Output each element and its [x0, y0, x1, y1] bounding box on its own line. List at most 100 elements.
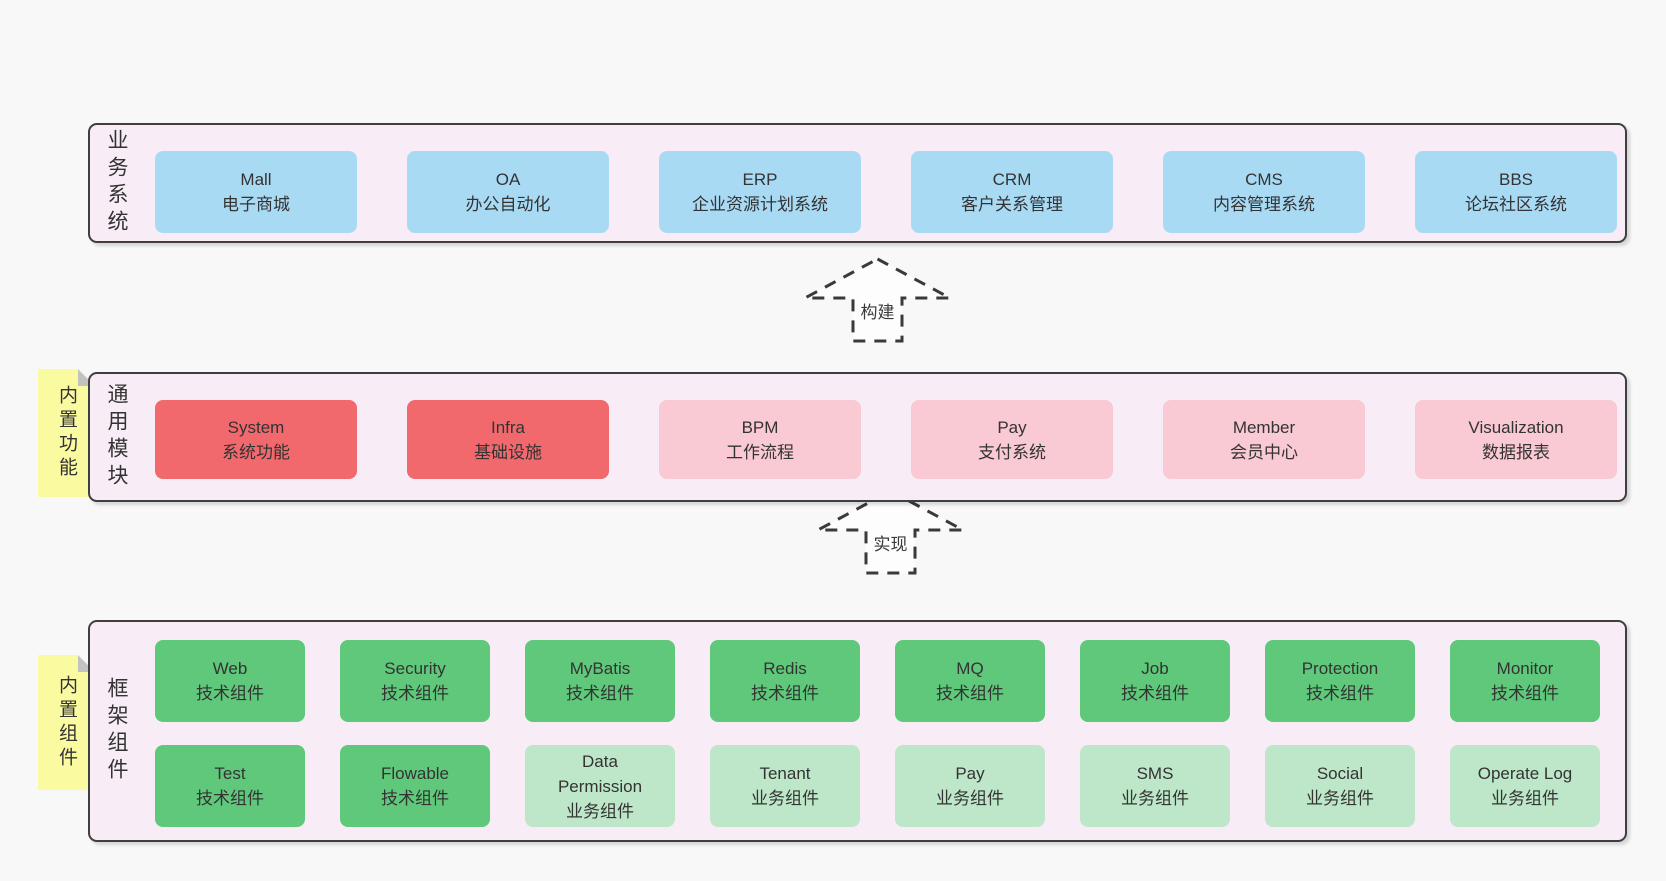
box-title: CMS	[1245, 170, 1283, 189]
panel-title-common-modules: 通用模块	[105, 383, 128, 491]
box-cms: CMS 内容管理系统	[1163, 151, 1365, 233]
box-title: CRM	[992, 170, 1032, 189]
box-subtitle: 支付系统	[978, 442, 1046, 462]
box-subtitle: 技术组件	[1491, 684, 1559, 703]
box-subtitle: 企业资源计划系统	[692, 195, 828, 214]
box-member: Member 会员中心	[1163, 400, 1365, 479]
box-subtitle: 会员中心	[1230, 442, 1298, 462]
box-title: System	[227, 417, 285, 437]
panel-framework-components: 框架组件 Web 技术组件 Security 技术组件 MyBatis 技术组件…	[88, 620, 1627, 842]
box-title: MQ	[956, 659, 984, 678]
box-bbs: BBS 论坛社区系统	[1415, 151, 1617, 233]
box-oa: OA 办公自动化	[407, 151, 609, 233]
box-title: Infra	[490, 417, 526, 437]
box-subtitle: 技术组件	[196, 789, 264, 808]
box-subtitle: 技术组件	[936, 684, 1004, 703]
box-flowable: Flowable 技术组件	[340, 745, 490, 827]
build-arrow-label: 构建	[858, 298, 897, 323]
box-title: Web	[212, 659, 248, 678]
box-title: Redis	[763, 659, 807, 678]
sticky-note-builtin-features: 内置功能	[38, 369, 95, 497]
box-erp: ERP 企业资源计划系统	[659, 151, 861, 233]
box-subtitle: 论坛社区系统	[1465, 195, 1567, 214]
box-subtitle: 技术组件	[381, 684, 449, 703]
box-title: Protection	[1301, 659, 1379, 678]
box-subtitle: 电子商城	[222, 195, 290, 214]
box-title: Security	[384, 659, 446, 678]
box-test: Test 技术组件	[155, 745, 305, 827]
sticky-builtin-features-label: 内置功能	[56, 385, 77, 481]
box-subtitle: 内容管理系统	[1213, 195, 1315, 214]
box-pay: Pay 支付系统	[911, 400, 1113, 479]
panel-common-modules: 通用模块 System 系统功能 Infra 基础设施 BPM 工作流程 Pay…	[88, 372, 1627, 502]
box-pay: Pay 业务组件	[895, 745, 1045, 827]
implement-arrow: 实现	[813, 488, 968, 576]
sticky-note-builtin-components: 内置组件	[38, 655, 95, 790]
framework-components-row-1: Web 技术组件 Security 技术组件 MyBatis 技术组件 Redi…	[155, 640, 1600, 722]
box-crm: CRM 客户关系管理	[911, 151, 1113, 233]
box-data-permission: Data Permission 业务组件	[525, 745, 675, 827]
panel-title-business-systems: 业务系统	[105, 129, 128, 237]
box-operate-log: Operate Log 业务组件	[1450, 745, 1600, 827]
box-title: Pay	[955, 764, 985, 783]
box-title: Test	[214, 764, 246, 783]
box-subtitle: 工作流程	[726, 442, 794, 462]
box-protection: Protection 技术组件	[1265, 640, 1415, 722]
box-tenant: Tenant 业务组件	[710, 745, 860, 827]
box-subtitle: 技术组件	[1121, 684, 1189, 703]
box-mq: MQ 技术组件	[895, 640, 1045, 722]
box-title: BPM	[741, 417, 779, 437]
box-subtitle: 业务组件	[566, 801, 634, 821]
box-subtitle: 业务组件	[1306, 789, 1374, 808]
box-title: Member	[1232, 417, 1296, 437]
box-job: Job 技术组件	[1080, 640, 1230, 722]
sticky-builtin-components-label: 内置组件	[56, 674, 77, 771]
box-subtitle: 技术组件	[1306, 684, 1374, 703]
box-subtitle: 业务组件	[936, 789, 1004, 808]
box-system: System 系统功能	[155, 400, 357, 479]
box-subtitle: 业务组件	[1121, 789, 1189, 808]
build-arrow: 构建	[800, 256, 955, 344]
box-title: Monitor	[1496, 659, 1554, 678]
box-title: SMS	[1136, 764, 1174, 783]
box-subtitle: 技术组件	[381, 789, 449, 808]
box-title: Visualization	[1468, 417, 1564, 437]
box-monitor: Monitor 技术组件	[1450, 640, 1600, 722]
box-title: OA	[495, 170, 521, 189]
panel-title-framework-components: 框架组件	[105, 677, 128, 785]
box-social: Social 业务组件	[1265, 745, 1415, 827]
box-title: Job	[1141, 659, 1169, 678]
box-title: BBS	[1498, 170, 1534, 189]
box-subtitle: 技术组件	[751, 684, 819, 703]
box-bpm: BPM 工作流程	[659, 400, 861, 479]
box-title: MyBatis	[569, 659, 631, 678]
box-title: ERP	[742, 170, 778, 189]
box-subtitle: 系统功能	[222, 442, 290, 462]
box-web: Web 技术组件	[155, 640, 305, 722]
box-subtitle: 业务组件	[751, 789, 819, 808]
box-title: Operate Log	[1477, 764, 1573, 783]
box-mybatis: MyBatis 技术组件	[525, 640, 675, 722]
box-mall: Mall 电子商城	[155, 151, 357, 233]
common-modules-row: System 系统功能 Infra 基础设施 BPM 工作流程 Pay 支付系统…	[155, 400, 1617, 479]
box-subtitle: 技术组件	[566, 684, 634, 703]
box-subtitle: 技术组件	[196, 684, 264, 703]
box-subtitle: 基础设施	[474, 442, 542, 462]
box-subtitle: 办公自动化	[465, 195, 551, 214]
box-sms: SMS 业务组件	[1080, 745, 1230, 827]
framework-components-row-2: Test 技术组件 Flowable 技术组件 Data Permission …	[155, 745, 1600, 827]
box-infra: Infra 基础设施	[407, 400, 609, 479]
box-title: Flowable	[380, 764, 450, 783]
box-title: Data Permission	[557, 751, 643, 796]
box-title: Mall	[240, 170, 272, 189]
box-subtitle: 数据报表	[1482, 442, 1550, 462]
panel-business-systems: 业务系统 Mall 电子商城 OA 办公自动化 ERP 企业资源计划系统 CRM…	[88, 123, 1627, 243]
box-title: Pay	[997, 417, 1027, 437]
box-visualization: Visualization 数据报表	[1415, 400, 1617, 479]
box-title: Social	[1316, 764, 1364, 783]
box-redis: Redis 技术组件	[710, 640, 860, 722]
box-subtitle: 业务组件	[1491, 789, 1559, 808]
box-security: Security 技术组件	[340, 640, 490, 722]
box-subtitle: 客户关系管理	[961, 195, 1063, 214]
